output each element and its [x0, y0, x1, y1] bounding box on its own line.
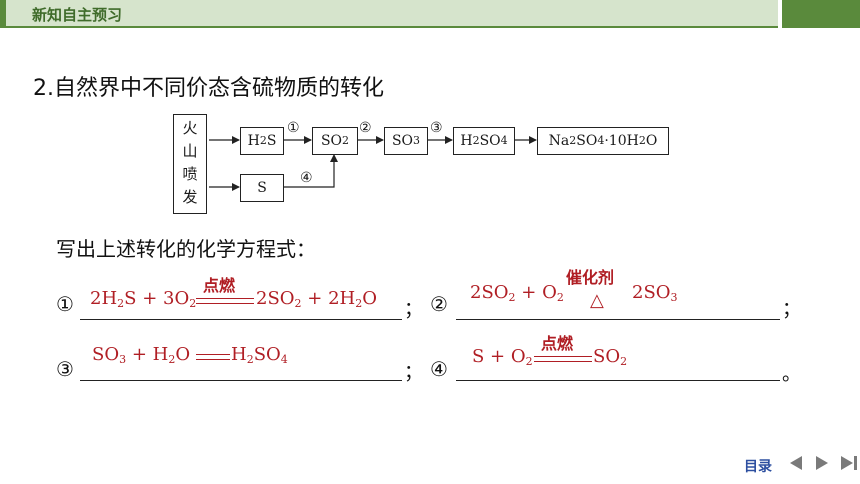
equation-3-blank [80, 380, 402, 381]
equation-4-end: 。 [782, 363, 802, 385]
equation-2-number: ② [430, 292, 448, 316]
equation-2-end: ； [782, 298, 802, 320]
equation-3-number: ③ [56, 357, 74, 381]
header-left-accent [0, 0, 6, 26]
equation-4-condition: 点燃 [541, 334, 574, 353]
equation-1-condition: 点燃 [203, 276, 236, 295]
equation-2-reactants: 2SO2 + O2 [470, 282, 564, 304]
s-box: S [240, 174, 284, 202]
step-2-label: ② [359, 120, 372, 136]
header-title: 新知自主预习 [32, 6, 123, 24]
section-title: 2.自然界中不同价态含硫物质的转化 [33, 76, 384, 101]
equation-4-equals [534, 356, 592, 362]
header-bar: 新知自主预习 [0, 0, 860, 28]
nav-prev-icon[interactable] [790, 456, 802, 470]
equation-1-answer: 2H2S + 3O2 [90, 288, 197, 310]
equation-4-reactants: S + O2 [472, 346, 533, 368]
equation-3-products: H2SO4 [231, 344, 288, 366]
step-3-label: ③ [430, 120, 443, 136]
equation-2-blank [456, 319, 780, 320]
nav-next-icon[interactable] [816, 456, 828, 470]
equation-3-end: ； [404, 361, 424, 383]
equation-4-products: SO2 [593, 346, 628, 368]
equation-prompt: 写出上述转化的化学方程式： [56, 237, 316, 261]
step-4-label: ④ [300, 170, 313, 186]
equation-2-heat: △ [590, 290, 604, 311]
header-right-accent [782, 0, 860, 28]
equation-2-products: 2SO3 [632, 282, 678, 304]
equation-1-equals [196, 298, 254, 304]
equation-3-equals [196, 354, 230, 360]
nav-last-icon[interactable] [841, 456, 853, 470]
header-underline [0, 26, 778, 28]
equation-1-products: 2SO2 + 2H2O [256, 288, 377, 310]
equation-3-reactants: SO3 + H2O [92, 344, 191, 366]
nav-last-bar-icon [854, 456, 857, 470]
step-1-label: ① [287, 120, 300, 136]
equation-1-blank [80, 319, 402, 320]
equation-4-blank [456, 380, 780, 381]
equation-2-condition: 催化剂 [566, 268, 615, 287]
equation-1-number: ① [56, 292, 74, 316]
nav-contents-link[interactable]: 目录 [744, 459, 772, 475]
equation-4-number: ④ [430, 357, 448, 381]
equation-1-end: ； [404, 298, 424, 320]
volcano-source-box: 火 山 喷 发 [173, 114, 207, 214]
header-background: 新知自主预习 [0, 0, 778, 26]
